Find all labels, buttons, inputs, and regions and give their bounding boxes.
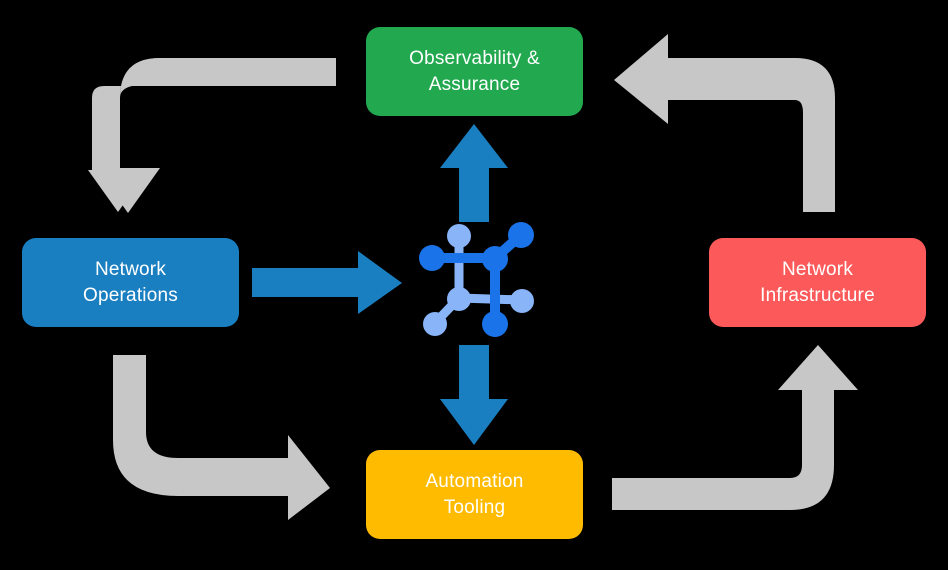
node-box-network-infrastructure[interactable]: Network Infrastructure xyxy=(709,238,926,327)
topology-nodes-primary xyxy=(419,222,534,337)
network-topology-icon xyxy=(419,222,534,337)
blue-arrow-up xyxy=(440,124,508,222)
arrow-observability-to-operations-shape xyxy=(88,58,336,212)
node-box-automation-tooling[interactable]: Automation Tooling xyxy=(366,450,583,539)
arrow-automation-to-infrastructure xyxy=(612,345,858,510)
node-box-observability[interactable]: Observability & Assurance xyxy=(366,27,583,116)
blue-arrow-down xyxy=(440,345,508,445)
node-box-network-operations[interactable]: Network Operations xyxy=(22,238,239,327)
arrow-infrastructure-to-observability xyxy=(614,34,835,212)
topology-nodes-secondary xyxy=(423,224,534,336)
arrow-operations-to-automation xyxy=(113,355,330,520)
blue-arrow-right xyxy=(252,251,402,314)
